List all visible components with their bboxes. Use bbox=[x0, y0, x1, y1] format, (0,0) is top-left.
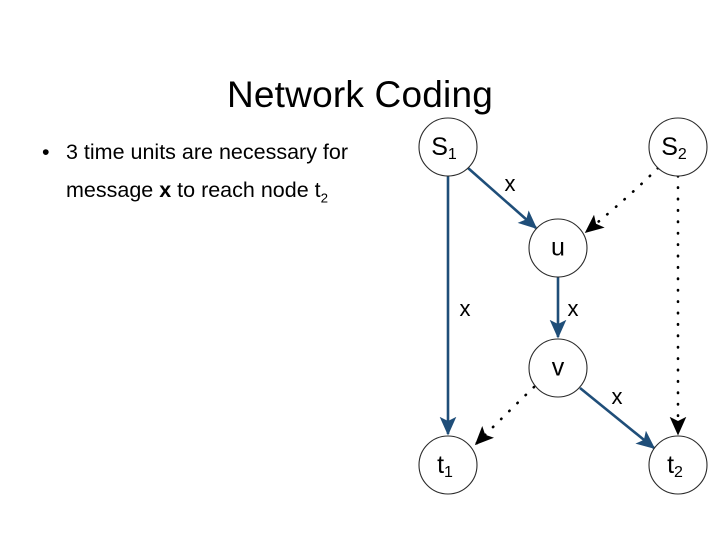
edge-label-u-v: x bbox=[568, 296, 579, 321]
bullet-list: • 3 time units are necessary for message… bbox=[30, 133, 400, 209]
bullet-segment-text: 3 time units are necessary for message bbox=[66, 140, 349, 202]
node-s2[interactable]: S2 bbox=[648, 117, 708, 177]
node-v-circle[interactable] bbox=[528, 338, 588, 398]
node-t1-label: t1 bbox=[437, 451, 453, 482]
node-u-label: u bbox=[551, 234, 565, 262]
node-u-circle[interactable] bbox=[528, 218, 588, 278]
node-s1-label: S1 bbox=[431, 133, 457, 164]
node-t2[interactable]: t2 bbox=[648, 435, 708, 495]
edge-group bbox=[439, 166, 687, 450]
bullet-text: 3 time units are necessary for message x… bbox=[66, 140, 349, 206]
node-u[interactable]: u bbox=[528, 218, 588, 278]
bullet-segment-variable: x bbox=[159, 178, 172, 202]
node-s1[interactable]: S1 bbox=[418, 117, 478, 177]
list-item: • 3 time units are necessary for message… bbox=[30, 133, 400, 209]
node-t2-label: t2 bbox=[667, 451, 683, 482]
bullet-marker: • bbox=[42, 140, 50, 164]
edge-v-t1 bbox=[474, 385, 536, 446]
node-t1-circle[interactable] bbox=[418, 435, 478, 495]
node-s2-circle[interactable] bbox=[648, 117, 708, 177]
edge-label-s1-u: x bbox=[505, 171, 516, 196]
edge-s2-u bbox=[584, 166, 660, 234]
edge-label-group: x x x x bbox=[460, 171, 623, 409]
edge-label-v-t2: x bbox=[612, 384, 623, 409]
edge-s1-u bbox=[467, 167, 538, 230]
node-s2-label: S2 bbox=[661, 133, 687, 164]
node-group: S1 S2 u v t1 bbox=[418, 117, 708, 495]
edge-v-t2 bbox=[579, 386, 656, 450]
edge-label-s1-t1: x bbox=[460, 296, 471, 321]
node-s1-circle[interactable] bbox=[418, 117, 478, 177]
bullet-segment-text-2: to reach node t bbox=[171, 178, 321, 202]
page-title: Network Coding bbox=[226, 73, 494, 115]
node-t2-circle[interactable] bbox=[648, 435, 708, 495]
node-t1[interactable]: t1 bbox=[418, 435, 478, 495]
node-v[interactable]: v bbox=[528, 338, 588, 398]
network-diagram: x x x x S1 S2 u bbox=[390, 100, 720, 520]
bullet-segment-subscript: 2 bbox=[320, 190, 329, 206]
node-v-label: v bbox=[552, 354, 565, 382]
